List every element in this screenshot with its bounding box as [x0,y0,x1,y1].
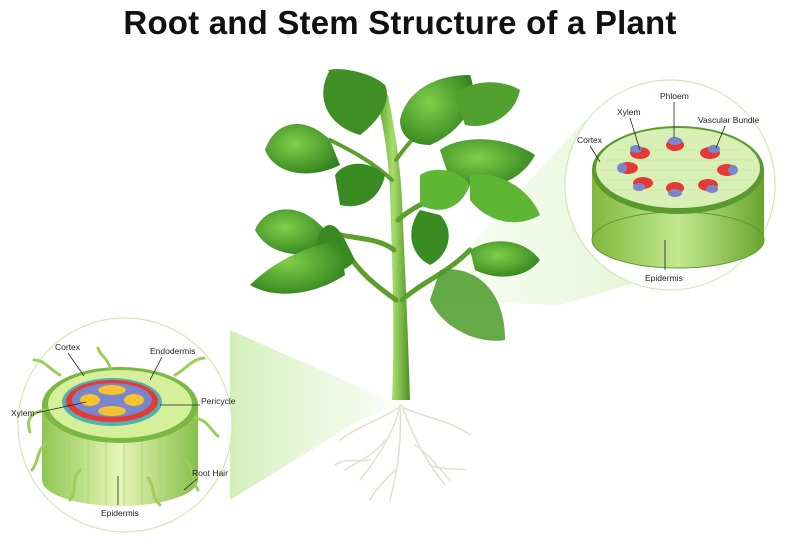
root-label-epidermis: Epidermis [101,508,139,518]
stem-label-cortex: Cortex [577,135,603,145]
leaf [420,169,470,210]
leaf [440,139,535,187]
root-label-xylem: Xylem [11,408,35,418]
leaf [250,240,345,294]
plant-roots [334,404,471,501]
vascular-bundles [617,137,738,197]
root-cross-section: Cortex Endodermis Xylem Pericycle Root H… [11,317,236,533]
leaf [470,174,540,223]
leaf [255,209,330,255]
stem-label-epidermis: Epidermis [645,273,683,283]
leaf [430,269,505,341]
root-hairs [27,346,220,507]
root-label-pericycle: Pericycle [201,396,236,406]
leaf [323,69,388,135]
stem-label-vascular-bundle: Vascular Bundle [698,115,760,125]
root-highlight-beam [230,330,400,500]
root-label-cortex: Cortex [55,342,81,352]
root-label-endodermis: Endodermis [150,346,195,356]
stem-label-xylem: Xylem [617,107,641,117]
leaf [400,75,474,145]
leaf [335,163,385,207]
plant [250,68,540,400]
root-label-root-hair: Root Hair [192,468,228,478]
stem-cross-section: Phloem Xylem Vascular Bundle Cortex Epid… [564,79,776,291]
leaf [265,123,340,174]
leaf [455,82,520,126]
leaf [411,210,449,265]
leaf [470,241,540,277]
root-vascular-core [72,383,152,417]
stem-label-phloem: Phloem [660,91,689,101]
page-title: Root and Stem Structure of a Plant [123,4,677,41]
